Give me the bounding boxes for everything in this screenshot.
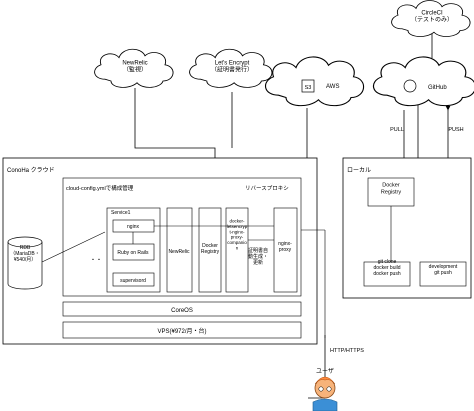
vps-label: VPS(¥972/月・台) [157, 327, 206, 335]
rdb-label: RDB（MariaDB・¥540/月） [10, 245, 39, 263]
newrelic-container [166, 207, 193, 293]
cert-autogen-label: 証明書自動生成・更新 [248, 247, 268, 266]
conoha-title: ConoHa クラウド [7, 166, 55, 174]
rails-label: Ruby on Rails [117, 250, 149, 256]
cloud-config-label: cloud-config.ymlで構成管理 [66, 184, 134, 192]
cloud-circleci-label: CircleCI（テストのみ） [411, 10, 453, 23]
nginx-proxy-container [273, 207, 298, 293]
pull-label: PULL [390, 127, 404, 133]
reverse-proxy-label: リバースプロキシ [245, 185, 289, 192]
s3-icon [301, 79, 315, 93]
cloud-aws: S3 AWS [264, 56, 365, 107]
ellipsis: ・・ [90, 258, 102, 264]
coreos-box [62, 301, 302, 317]
cloud-letsencrypt: Let's Encrypt（証明書発行） [189, 48, 273, 88]
connector-newrelic [134, 88, 216, 158]
vps-box [62, 321, 302, 339]
github-icon [403, 79, 417, 93]
http-label: HTTP/HTTPS [330, 348, 364, 354]
cloud-github: GitHub [372, 56, 474, 107]
cloud-letsencrypt-label: Let's Encrypt（証明書発行） [211, 60, 253, 73]
local-docker-registry-box [367, 177, 415, 207]
rails-box [112, 243, 155, 261]
github-label: GitHub [428, 85, 447, 91]
nginx-proxy-label: nginx-proxy [278, 241, 292, 253]
service1-label: Service1 [111, 210, 131, 216]
docker-registry-container [198, 207, 222, 293]
cloud-newrelic-label: NewRelic（監視） [122, 60, 147, 73]
aws-label: AWS [326, 84, 339, 90]
rdb-database: RDB（MariaDB・¥540/月） [7, 236, 43, 290]
cloud-newrelic-monitor: NewRelic（監視） [94, 48, 174, 88]
letsencrypt-companion-container [225, 207, 249, 293]
user-body-icon [312, 398, 338, 411]
git-clone-box [363, 261, 411, 287]
local-title: ローカル [347, 167, 371, 174]
s3-label: S3 [305, 85, 312, 91]
conoha-cloud: ConoHa クラウド cloud-config.ymlで構成管理 リバースプロ… [2, 157, 318, 345]
development-box [419, 261, 467, 287]
rdb-to-rails-line [41, 231, 106, 263]
user-label: ユーザ [316, 368, 334, 375]
supervisord-box [112, 272, 155, 287]
newrelic-container-label: NewRelic [168, 249, 190, 255]
cloud-circleci: CircleCI（テストのみ） [391, 0, 471, 37]
nginx-label: nginx [127, 224, 139, 230]
user-hair-icon [314, 376, 336, 385]
user-glasses-right [326, 386, 332, 392]
user-figure: ユーザ [312, 368, 338, 411]
coreos-label: CoreOS [171, 308, 193, 314]
user-glasses-left [318, 386, 324, 392]
internal-connectors [41, 225, 326, 338]
supervisord-label: supervisord [120, 278, 146, 284]
push-label: PUSH [448, 127, 463, 133]
